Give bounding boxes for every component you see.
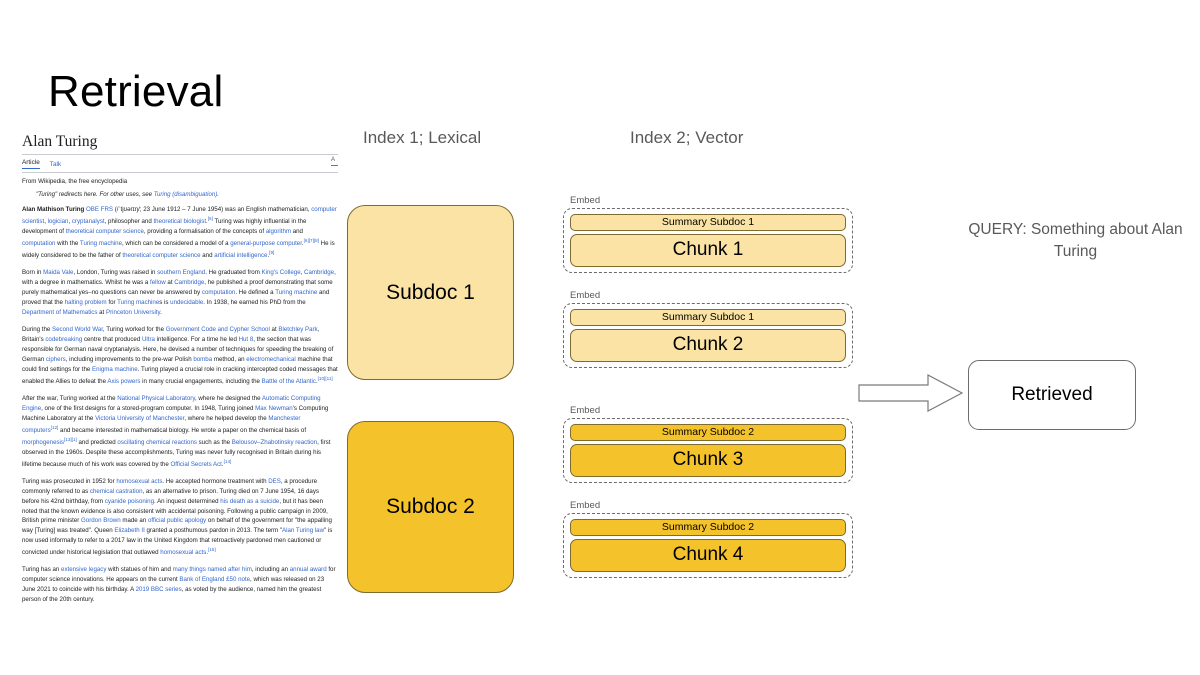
chunk-box[interactable]: Chunk 2 bbox=[570, 328, 846, 362]
wiki-from-line: From Wikipedia, the free encyclopedia bbox=[22, 178, 128, 185]
embed-group-3: Embed Summary Subdoc 2 Chunk 3 bbox=[563, 406, 853, 483]
wiki-hatnote: "Turing" redirects here. For other uses,… bbox=[36, 191, 219, 198]
wiki-paragraph: Alan Mathison Turing OBE FRS (/ˈtjʊərɪŋ/… bbox=[22, 206, 337, 260]
embed-dashed-container: Summary Subdoc 1 Chunk 2 bbox=[563, 302, 853, 368]
wikipedia-article-panel: Alan Turing Article Talk A From Wikipedi… bbox=[22, 133, 338, 653]
embed-label: Embed bbox=[570, 290, 601, 301]
embed-group-4: Embed Summary Subdoc 2 Chunk 4 bbox=[563, 501, 853, 578]
page-title: Retrieval bbox=[48, 67, 224, 116]
tab-article[interactable]: Article bbox=[22, 159, 40, 169]
tab-talk[interactable]: Talk bbox=[49, 160, 62, 168]
column-header-index-1: Index 1; Lexical bbox=[363, 128, 482, 147]
embed-dashed-container: Summary Subdoc 1 Chunk 1 bbox=[563, 207, 853, 273]
wiki-paragraph: During the Second World War, Turing work… bbox=[22, 325, 338, 385]
wiki-paragraph: After the war, Turing worked at the Nati… bbox=[22, 394, 331, 468]
summary-subdoc-pill[interactable]: Summary Subdoc 1 bbox=[570, 213, 846, 231]
chunk-box[interactable]: Chunk 4 bbox=[570, 538, 846, 572]
summary-subdoc-pill[interactable]: Summary Subdoc 1 bbox=[570, 308, 846, 326]
retrieved-box[interactable]: Retrieved bbox=[968, 360, 1136, 430]
wiki-paragraph: Turing was prosecuted in 1952 for homose… bbox=[22, 477, 333, 557]
subdoc-box-1[interactable]: Subdoc 1 bbox=[347, 205, 514, 380]
query-text: QUERY: Something about Alan Turing bbox=[968, 221, 1183, 260]
embed-label: Embed bbox=[570, 405, 601, 416]
wiki-tab-divider bbox=[22, 172, 338, 173]
embed-label: Embed bbox=[570, 195, 601, 206]
subdoc-box-2[interactable]: Subdoc 2 bbox=[347, 421, 514, 593]
wiki-tab-bar: Article Talk A bbox=[22, 155, 338, 172]
wiki-body: Alan Mathison Turing OBE FRS (/ˈtjʊərɪŋ/… bbox=[22, 205, 338, 605]
summary-subdoc-pill[interactable]: Summary Subdoc 2 bbox=[570, 423, 846, 441]
chunk-box[interactable]: Chunk 3 bbox=[570, 443, 846, 477]
embed-label: Embed bbox=[570, 500, 601, 511]
chunk-box[interactable]: Chunk 1 bbox=[570, 233, 846, 267]
embed-group-2: Embed Summary Subdoc 1 Chunk 2 bbox=[563, 291, 853, 368]
language-icon[interactable]: A bbox=[331, 157, 338, 166]
wiki-paragraph: Born in Maida Vale, London, Turing was r… bbox=[22, 268, 336, 316]
wiki-article-title: Alan Turing bbox=[22, 133, 98, 150]
right-block-arrow-icon bbox=[858, 374, 963, 412]
embed-dashed-container: Summary Subdoc 2 Chunk 3 bbox=[563, 417, 853, 483]
embed-group-1: Embed Summary Subdoc 1 Chunk 1 bbox=[563, 196, 853, 273]
wiki-paragraph: Turing has an extensive legacy with stat… bbox=[22, 566, 336, 604]
column-header-index-2: Index 2; Vector bbox=[630, 128, 744, 147]
embed-dashed-container: Summary Subdoc 2 Chunk 4 bbox=[563, 512, 853, 578]
wiki-title-divider bbox=[22, 154, 338, 155]
summary-subdoc-pill[interactable]: Summary Subdoc 2 bbox=[570, 518, 846, 536]
